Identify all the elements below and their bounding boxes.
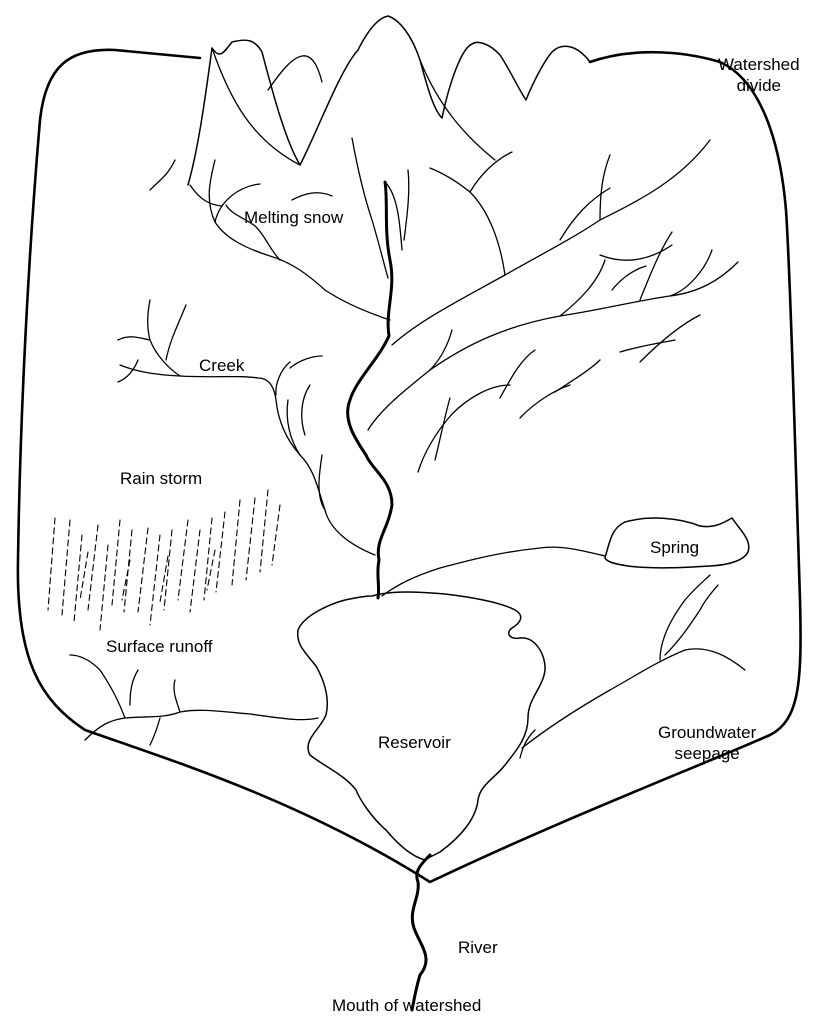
tributary-network (150, 138, 738, 472)
creek-stream (118, 300, 375, 555)
watershed-divide-label-line2: divide (718, 75, 800, 96)
reservoir-label: Reservoir (370, 729, 459, 756)
surface-runoff-label: Surface runoff (106, 636, 212, 657)
main-stream (348, 182, 392, 598)
spring-stream (382, 547, 605, 596)
mouth-of-watershed-label: Mouth of watershed (332, 995, 481, 1016)
spring-label: Spring (650, 537, 699, 558)
reservoir-shape (298, 592, 545, 860)
groundwater-seepage-label: Groundwater seepage (658, 722, 756, 764)
watershed-divide-label-line1: Watershed (718, 54, 800, 75)
groundwater-seepage-label-line1: Groundwater (658, 722, 756, 743)
mountain-ridge (188, 16, 590, 185)
rain-dashes (48, 490, 280, 630)
watershed-divide-label: Watershed divide (718, 54, 800, 96)
melting-snow-label: Melting snow (244, 207, 343, 228)
river-label: River (458, 937, 498, 958)
mountain-slope-right (420, 60, 495, 160)
groundwater-seepage-label-line2: seepage (658, 743, 756, 764)
mountain-inner-ridge (268, 56, 322, 90)
river-line (412, 855, 430, 1010)
creek-label: Creek (199, 355, 244, 376)
rain-storm-label: Rain storm (120, 468, 202, 489)
runoff-streams (70, 655, 318, 745)
